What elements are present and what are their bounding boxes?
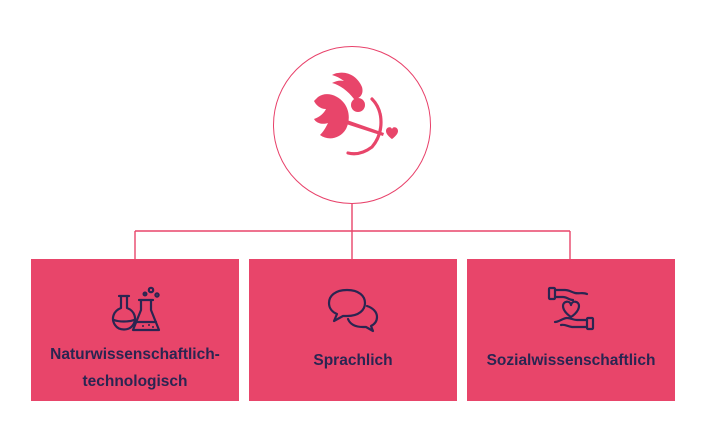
lab-flasks-icon: [111, 286, 161, 332]
hands-heart-icon: [547, 286, 595, 331]
speech-bubbles-icon: [327, 288, 379, 333]
category-label-sprachlich: Sprachlich: [313, 352, 393, 369]
cupid-icon: [314, 72, 398, 156]
root-node: [273, 46, 431, 204]
category-box-sozialwissenschaftlich: Sozialwissenschaftlich: [467, 259, 675, 401]
category-label-naturwissenschaftlich: Naturwissenschaftlich- technologisch: [50, 346, 220, 390]
category-label-sozialwissenschaftlich: Sozialwissenschaftlich: [486, 352, 656, 369]
category-box-naturwissenschaftlich: Naturwissenschaftlich- technologisch: [31, 259, 239, 401]
category-box-sprachlich: Sprachlich: [249, 259, 457, 401]
